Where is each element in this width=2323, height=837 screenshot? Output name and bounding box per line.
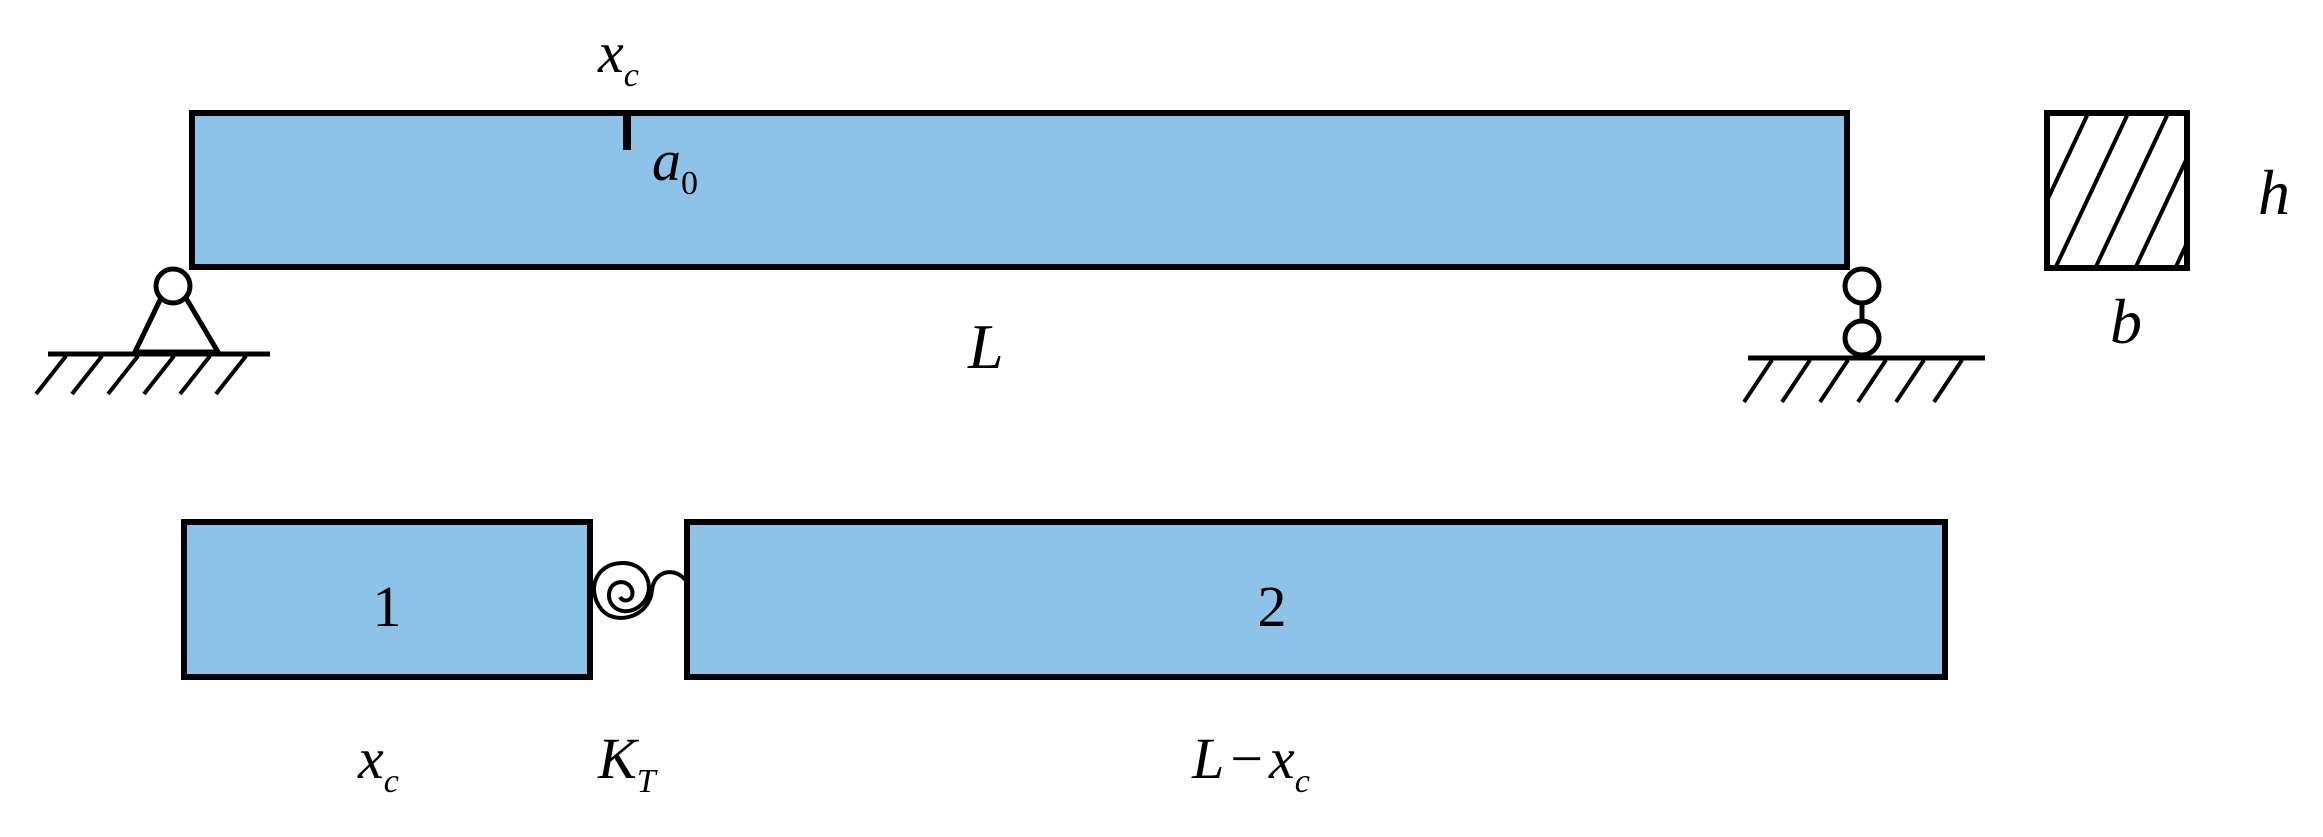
rotational-spring-icon <box>592 560 689 620</box>
cracked-beam <box>189 110 1850 270</box>
beam-segment-1 <box>181 519 593 680</box>
pin-support-left <box>34 266 270 396</box>
section-width-label: b <box>2110 286 2142 357</box>
cross-section <box>2044 110 2190 271</box>
section-height-label: h <box>2258 157 2290 228</box>
segment-1-length-label: xc <box>357 726 399 800</box>
spring-stiffness-label: KT <box>597 726 658 800</box>
section-outline <box>2044 110 2190 271</box>
roller-support-right <box>1742 266 1985 404</box>
beam-length-label: L <box>967 311 1004 382</box>
segment-2-number: 2 <box>1258 574 1287 639</box>
segment-1-number: 1 <box>373 574 402 639</box>
beam-segment-2 <box>684 519 1948 680</box>
segment-2-length-label: L−xc <box>1191 726 1310 800</box>
crack-position-label: xc <box>597 20 639 94</box>
crack-depth-label: a0 <box>652 128 698 202</box>
section-hatching <box>2047 113 2187 268</box>
